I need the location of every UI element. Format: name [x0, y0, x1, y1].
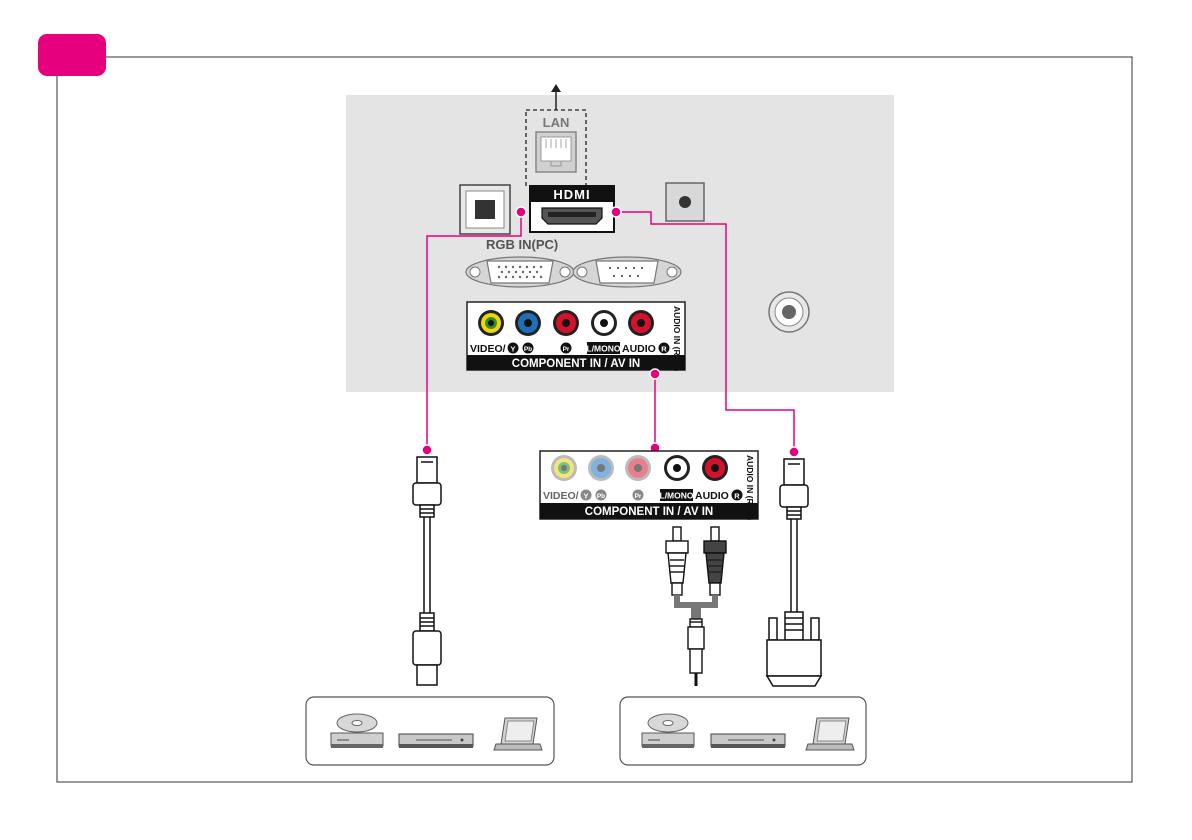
section-tab — [38, 34, 106, 76]
acc-video-label: VIDEO/ — [543, 490, 579, 502]
y-label: Y — [510, 345, 515, 354]
r-label: R — [661, 345, 667, 354]
hdmi-cable — [413, 457, 441, 685]
set-top-box-icon — [711, 734, 785, 748]
pb-label: Pb — [524, 346, 532, 353]
pr-label: Pr — [563, 346, 570, 353]
power-port — [666, 183, 704, 221]
hdmi-port: HDMI — [530, 186, 614, 232]
video-label: VIDEO/ — [470, 343, 506, 355]
acc-lmono-label: L/MONO — [660, 491, 694, 501]
lan-label: LAN — [543, 115, 570, 130]
serial-port — [573, 257, 681, 287]
acc-pb-label: Pb — [597, 493, 605, 500]
acc-audio-label: AUDIO — [695, 490, 729, 502]
rca-audio-cable — [666, 527, 726, 686]
acc-y-label: Y — [583, 492, 588, 501]
hdmi-dvi-cable — [767, 459, 821, 686]
antenna-port — [769, 292, 809, 332]
component-av-panel: VIDEO/ Y Pb Pr L/MONO AUDIO R AUDIO IN (… — [467, 302, 685, 371]
device-group-left — [306, 697, 554, 765]
device-group-right — [620, 697, 866, 765]
accessory-av-panel: VIDEO/ Y Pb Pr L/MONO AUDIO R AUDIO IN (… — [540, 451, 758, 520]
optical-port — [460, 185, 510, 234]
acc-component-label: COMPONENT IN / AV IN — [585, 506, 713, 518]
rgb-port — [466, 257, 574, 287]
acc-pr-label: Pr — [635, 493, 642, 500]
set-top-box-icon — [399, 734, 473, 748]
acc-r-label: R — [734, 492, 740, 501]
lmono-label: L/MONO — [587, 344, 621, 354]
hdmi-label: HDMI — [553, 187, 590, 202]
audio-label: AUDIO — [622, 343, 656, 355]
rgb-label: RGB IN(PC) — [486, 237, 558, 252]
component-label: COMPONENT IN / AV IN — [512, 358, 640, 370]
